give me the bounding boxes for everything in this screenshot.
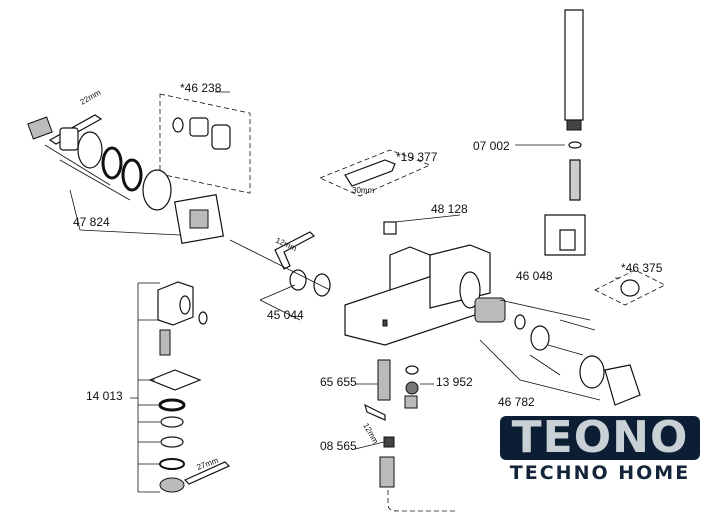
kit-46238-parts <box>172 117 231 150</box>
wrench-22mm-label: 22mm <box>79 88 103 107</box>
leader-45044 <box>229 239 331 321</box>
label-13952: 13 952 <box>436 375 473 389</box>
label-46782: 46 782 <box>498 395 535 409</box>
bracket-14013 <box>130 282 160 493</box>
leader-46782 <box>479 299 601 401</box>
hand-shower <box>544 9 586 256</box>
label-65655: 65 655 <box>320 375 357 389</box>
label-45044: 45 044 <box>267 308 304 322</box>
label-46238: *46 238 <box>180 81 222 95</box>
spanner-30mm-icon <box>344 159 396 187</box>
riser-14013 <box>148 281 231 493</box>
mixer-body <box>344 221 491 346</box>
cartridge-46048 <box>474 297 641 406</box>
hex-key-12mm-icon <box>274 231 315 270</box>
hex-key-12mm-bottom-icon <box>364 403 386 421</box>
logo-brand: TEONO <box>500 416 700 460</box>
kit-46375-part <box>620 279 640 297</box>
leader-lines <box>215 91 620 450</box>
spanner-30mm-label: 30mm <box>352 186 375 195</box>
kit-box-19377 <box>318 149 432 197</box>
part-65655 <box>377 359 419 409</box>
part-08565 <box>379 436 458 512</box>
logo-tagline: TECHNO HOME <box>509 462 691 484</box>
left-connector-parts <box>27 116 225 245</box>
label-48128: 48 128 <box>431 202 468 216</box>
label-19377: *19 377 <box>396 150 438 164</box>
kit-box-46238 <box>159 93 251 194</box>
leader-lines-left <box>44 144 181 236</box>
teono-logo: TEONO TECHNO HOME <box>500 416 700 484</box>
label-47824: 47 824 <box>73 215 110 229</box>
label-07002: 07 002 <box>473 139 510 153</box>
label-08565: 08 565 <box>320 439 357 453</box>
hex-key-bottom-label: 12mm <box>361 422 380 446</box>
label-14013: 14 013 <box>86 389 123 403</box>
label-46048: 46 048 <box>516 269 553 283</box>
part-45044 <box>289 269 331 297</box>
label-46375: *46 375 <box>621 261 663 275</box>
